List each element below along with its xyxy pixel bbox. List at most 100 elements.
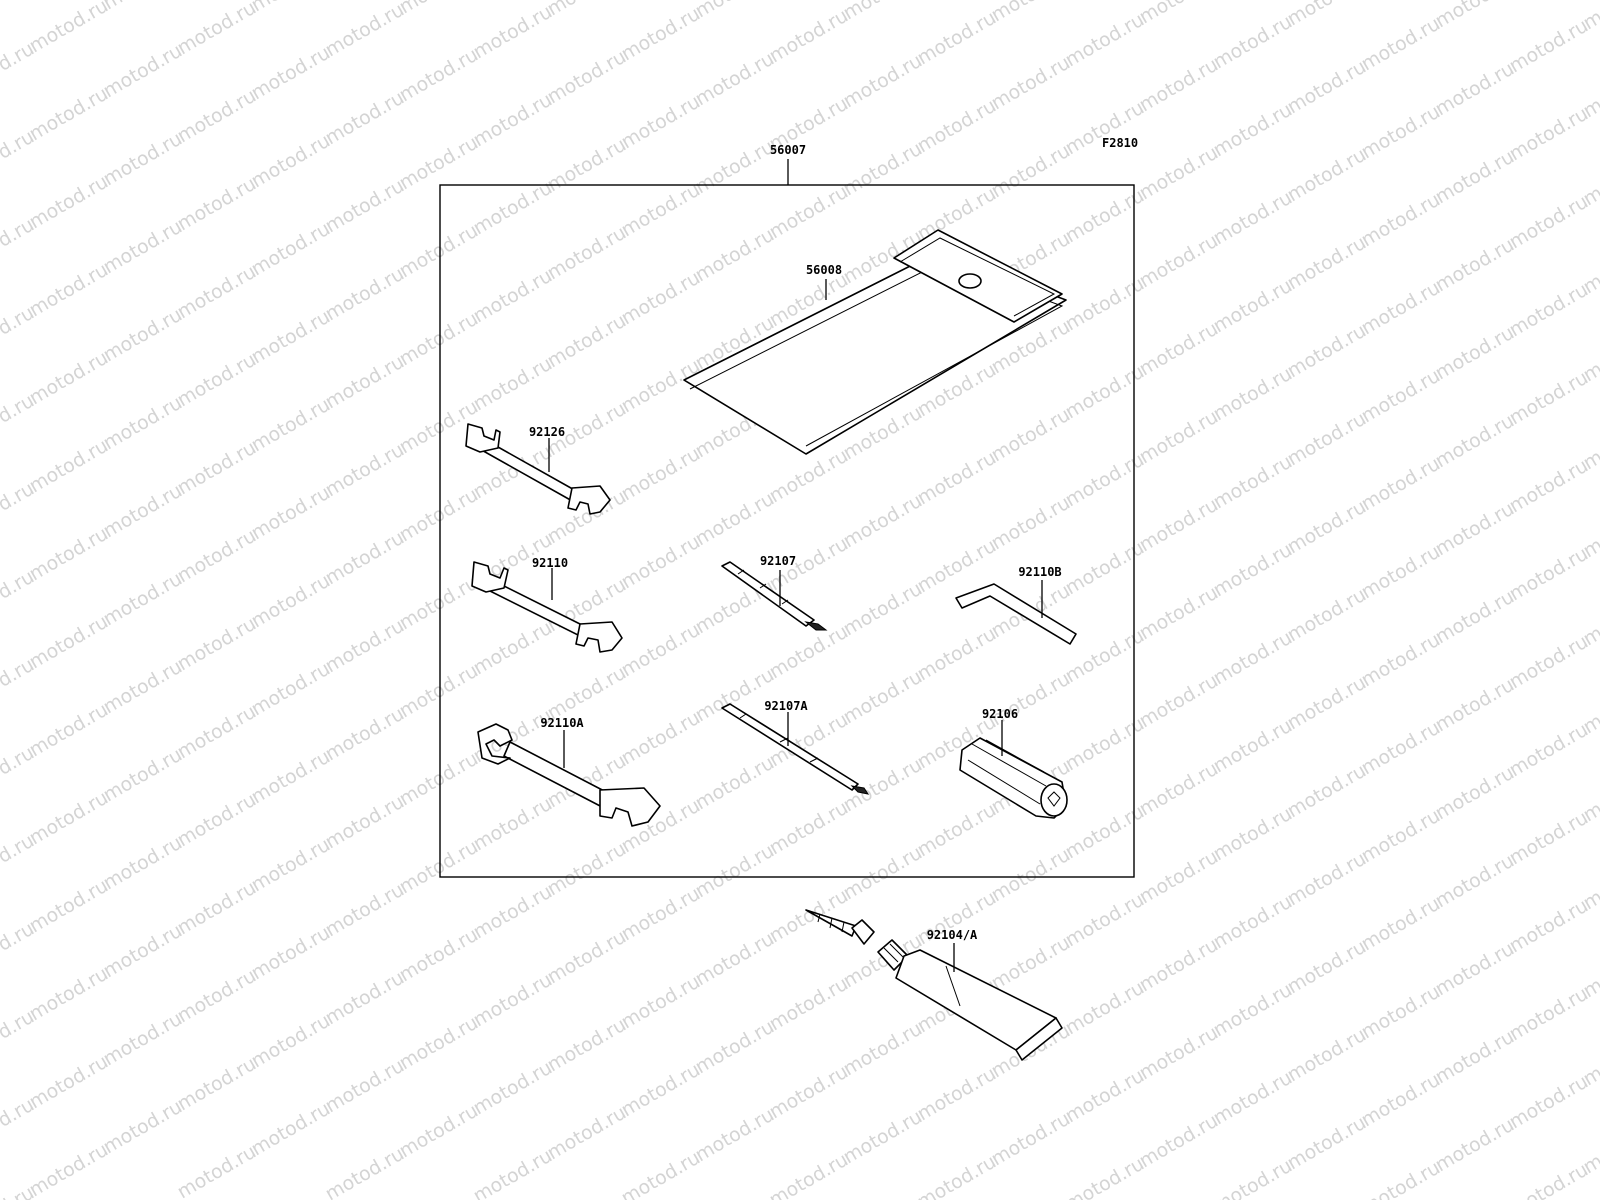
watermark-text: motod.ru	[766, 621, 852, 684]
watermark-text: motod.ru	[100, 216, 186, 279]
watermark-text: motod.ru	[1136, 54, 1222, 117]
watermark-text: motod.ru	[0, 0, 38, 12]
watermark-text: motod.ru	[618, 443, 704, 506]
socket-92106[interactable]: 92106	[959, 707, 1068, 819]
watermark-text: motod.ru	[1284, 1024, 1370, 1087]
watermark-text: motod.ru	[1284, 56, 1370, 119]
watermark-text: motod.ru	[248, 570, 334, 633]
watermark-text: motod.ru	[914, 183, 1000, 246]
watermark-text: motod.ru	[1432, 762, 1518, 825]
watermark-text: motod.ru	[914, 1151, 1000, 1200]
part-label-56008[interactable]: 56008	[806, 263, 842, 277]
watermark-text: motod.ru	[174, 1053, 260, 1116]
pouch-body	[683, 251, 1067, 455]
watermark-text: motod.ru	[692, 840, 778, 903]
watermark-text: motod.ru	[840, 842, 926, 905]
watermark-text: motod.ru	[26, 787, 112, 850]
watermark-text: motod.ru	[1210, 451, 1296, 514]
watermark-text: motod.ru	[914, 623, 1000, 686]
watermark-text: motod.ru	[1506, 15, 1592, 78]
watermark-text: motod.ru	[840, 490, 926, 553]
watermark-text: motod.ru	[766, 1061, 852, 1124]
watermark-text: motod.ru	[470, 1057, 556, 1120]
screwdriver-92107[interactable]: 92107	[721, 554, 828, 631]
part-label-92110[interactable]: 92110	[532, 556, 568, 570]
socket-92106-hex-hole	[1047, 791, 1061, 807]
part-label-92110b[interactable]: 92110B	[1018, 565, 1061, 579]
watermark-text: motod.ru	[322, 1143, 408, 1200]
watermark-text: motod.ru	[544, 0, 630, 20]
grease-tube-92104a[interactable]: 92104/A	[805, 909, 1063, 1061]
screwdriver-92107a-body	[721, 703, 859, 791]
watermark-text: motod.ru	[1358, 189, 1444, 252]
socket-92106-flutes	[967, 739, 1047, 805]
watermark-text: motod.ru	[174, 173, 260, 236]
watermark-text: motod.ru	[396, 924, 482, 987]
watermark-text: motod.ru	[1136, 230, 1222, 293]
screwdriver-92107a[interactable]: 92107A	[721, 699, 870, 795]
watermark-text: motod.ru	[1432, 938, 1518, 1001]
watermark-text: motod.ru	[766, 1149, 852, 1200]
watermark-text: motod.ru	[692, 136, 778, 199]
watermark-text: motod.ru	[1210, 11, 1296, 74]
part-label-92107a[interactable]: 92107A	[764, 699, 808, 713]
watermark-text: motod.ru	[322, 0, 408, 61]
kit-frame	[439, 184, 1135, 878]
hex-key-92110b[interactable]: 92110B	[955, 565, 1077, 645]
tool-pouch[interactable]: 56008	[683, 229, 1067, 455]
watermark-text: motod.ru	[1506, 1159, 1592, 1200]
watermark-text: motod.ru	[1136, 142, 1222, 205]
watermark-text: motod.ru	[1284, 232, 1370, 295]
part-label-92126[interactable]: 92126	[529, 425, 565, 439]
wrench-92110[interactable]: 92110	[471, 556, 623, 653]
screwdriver-92107-tip	[804, 621, 828, 631]
pouch-snap-button	[958, 273, 982, 289]
watermark-text: motod.ru	[322, 87, 408, 150]
watermark-text: motod.ru	[322, 879, 408, 942]
watermark-text: motod.ru	[1062, 889, 1148, 952]
watermark-text: motod.ru	[544, 838, 630, 901]
watermark-text: motod.ru	[1432, 586, 1518, 649]
watermark-text: motod.ru	[1432, 674, 1518, 737]
watermark-text: motod.ru	[618, 355, 704, 418]
wrench-92126[interactable]: 92126	[465, 423, 611, 515]
watermark-text: motod.ru	[26, 699, 112, 762]
part-label-56007[interactable]: 56007	[770, 143, 806, 157]
watermark-text: motod.ru	[692, 752, 778, 815]
watermark-text: motod.ru	[174, 525, 260, 588]
watermark-text: motod.ru	[766, 445, 852, 508]
wrench-92110a[interactable]: 92110A	[477, 716, 661, 827]
watermark-text: motod.ru	[322, 791, 408, 854]
watermark-text: motod.ru	[322, 263, 408, 326]
watermark-text: motod.ru	[1506, 1071, 1592, 1134]
watermark-text: motod.ru	[1358, 629, 1444, 692]
part-label-92107[interactable]: 92107	[760, 554, 796, 568]
watermark-text: motod.ru	[322, 351, 408, 414]
watermark-text: motod.ru	[1432, 58, 1518, 121]
watermark-text: motod.ru	[1506, 279, 1592, 342]
part-label-92110a[interactable]: 92110A	[540, 716, 584, 730]
watermark-text: motod.ru	[1136, 670, 1222, 733]
watermark-text: motod.ru	[1284, 496, 1370, 559]
watermark-text: motod.ru	[1358, 277, 1444, 340]
watermark-text: motod.ru	[1358, 981, 1444, 1044]
watermark-text: motod.ru	[322, 175, 408, 238]
watermark-text: motod.ru	[174, 0, 260, 59]
watermark-text: motod.ru	[766, 797, 852, 860]
part-label-92106[interactable]: 92106	[982, 707, 1018, 721]
watermark-text: motod.ru	[396, 0, 482, 18]
wrench-92110a-head-b	[599, 787, 661, 827]
watermark-text: motod.ru	[174, 965, 260, 1028]
watermark-text: motod.ru	[840, 138, 926, 201]
watermark-text: motod.ru	[1284, 320, 1370, 383]
watermark-text: motod.ru	[618, 91, 704, 154]
watermark-text: motod.ru	[26, 259, 112, 322]
watermark-text: motod.ru	[1136, 846, 1222, 909]
watermark-text: motod.ru	[248, 922, 334, 985]
watermark-text: motod.ru	[988, 844, 1074, 907]
watermark-text: motod.ru	[1136, 1110, 1222, 1173]
part-label-92104a[interactable]: 92104/A	[927, 928, 978, 942]
watermark-text: motod.ru	[1432, 850, 1518, 913]
